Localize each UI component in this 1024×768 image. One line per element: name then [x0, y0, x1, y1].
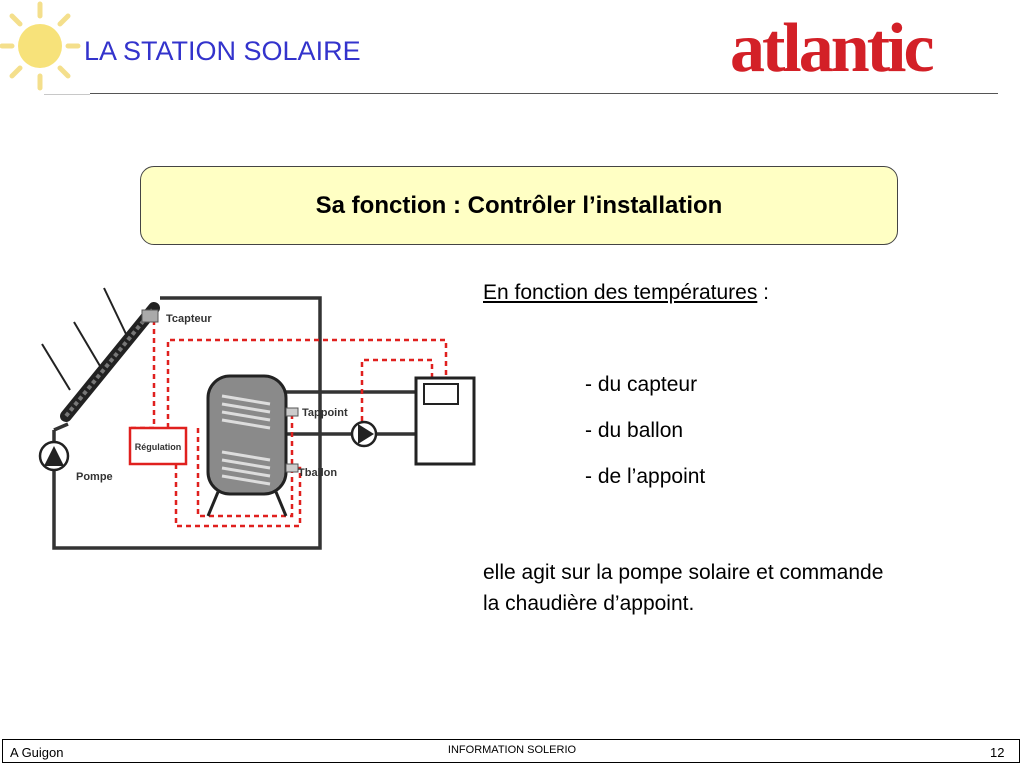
temperatures-heading: En fonction des températures :	[483, 281, 769, 305]
tappoint-label: Tappoint	[302, 407, 348, 419]
tballon-sensor	[285, 463, 299, 473]
temperatures-heading-text: En fonction des températures	[483, 281, 758, 304]
solar-collector	[60, 302, 160, 422]
header-divider-left	[44, 94, 90, 95]
brand-logo: atlantic	[730, 10, 935, 87]
temperatures-heading-suffix: :	[757, 281, 769, 304]
boiler-pump	[350, 420, 378, 448]
temperature-item-boiler: - de l’appoint	[585, 465, 706, 488]
action-text: elle agit sur la pompe solaire et comman…	[483, 561, 884, 615]
water-tank	[206, 374, 288, 517]
footer-bar	[2, 739, 1020, 763]
tcapteur-label: Tcapteur	[166, 313, 212, 325]
page-number: 12	[990, 745, 1005, 760]
regulation-box	[128, 426, 188, 466]
solar-pump	[38, 440, 70, 472]
pompe-label: Pompe	[76, 471, 113, 483]
footer-author: A Guigon	[10, 745, 64, 760]
tappoint-sensor	[285, 407, 299, 417]
temperature-item-tank: - du ballon	[585, 419, 684, 442]
control-wiring	[130, 320, 448, 528]
header-divider	[90, 93, 998, 94]
temperature-item-collector: - du capteur	[585, 373, 698, 396]
regulation-label: Régulation	[135, 442, 182, 452]
solar-installation-diagram: Régulation Tcapteur Tappoint Tballon Pom…	[38, 287, 476, 550]
sun-rays	[41, 287, 127, 391]
function-box: Sa fonction : Contrôler l’installation	[140, 166, 898, 245]
collector-sensor	[141, 309, 159, 323]
collector-pipe-circuit	[52, 296, 322, 550]
sun-logo-icon	[0, 1, 81, 91]
page-title: LA STATION SOLAIRE	[84, 36, 361, 66]
tballon-label: Tballon	[298, 467, 337, 479]
function-title: Sa fonction : Contrôler l’installation	[315, 191, 723, 219]
footer-center-text: INFORMATION SOLERIO	[447, 744, 577, 756]
boiler	[414, 376, 476, 466]
